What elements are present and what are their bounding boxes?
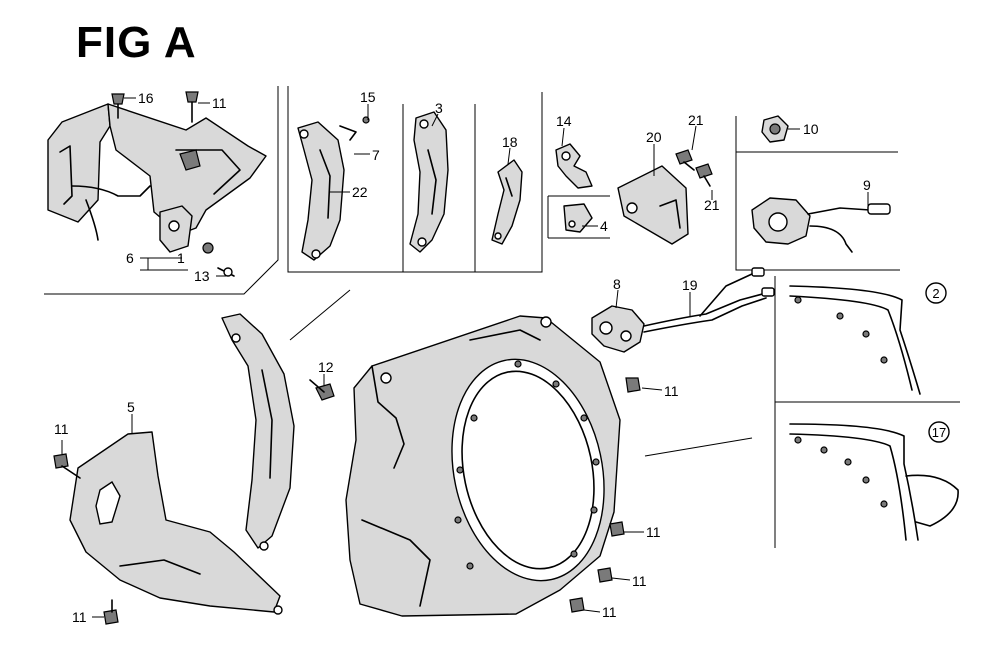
callout-3: 3 [435, 100, 443, 116]
guide-plate-3 [409, 111, 449, 253]
callout-1: 1 [177, 250, 185, 266]
clip-4 [563, 203, 593, 233]
detail-inset-17 [789, 421, 959, 541]
clip-14 [555, 143, 593, 189]
switch-8 [591, 267, 775, 353]
callout-numbers: 16 11 6 1 13 15 7 22 3 18 14 4 20 21 21 … [54, 89, 946, 625]
callout-20: 20 [646, 129, 662, 145]
callout-11-b2: 11 [632, 573, 647, 589]
callout-11-top: 11 [212, 95, 227, 111]
callout-19: 19 [682, 277, 698, 293]
callout-15: 15 [360, 89, 376, 105]
callout-11-shroud-top: 11 [664, 383, 679, 399]
callout-8: 8 [613, 276, 621, 292]
callout-4: 4 [600, 218, 608, 234]
callout-7: 7 [372, 147, 380, 163]
callout-10: 10 [803, 121, 819, 137]
callout-12: 12 [318, 359, 334, 375]
leader-lines [61, 97, 869, 618]
switch-9 [751, 197, 891, 253]
callout-13: 13 [194, 268, 210, 284]
callout-5: 5 [127, 399, 135, 415]
callout-14: 14 [556, 113, 572, 129]
callout-11-left-top: 11 [54, 421, 69, 437]
guide-plate-22 [297, 116, 370, 261]
callout-17: 17 [932, 425, 946, 440]
callout-6: 6 [126, 250, 134, 266]
cap-10 [761, 115, 789, 143]
callout-2: 2 [932, 286, 939, 301]
callout-11-b3: 11 [602, 604, 617, 620]
detail-inset-2 [789, 282, 947, 395]
lower-cover-5 [53, 431, 283, 625]
section-dividers [44, 86, 960, 548]
callout-21-a: 21 [688, 112, 704, 128]
bracket-20 [617, 149, 713, 245]
callout-21-b: 21 [704, 197, 720, 213]
figure-title: FIG A [76, 18, 197, 67]
callout-9: 9 [863, 177, 871, 193]
callout-11-b1: 11 [646, 524, 661, 540]
callout-11-left-bottom: 11 [72, 609, 87, 625]
fan-shroud [345, 315, 641, 617]
control-bracket-assembly [47, 91, 267, 277]
callout-16: 16 [138, 90, 154, 106]
side-cover-12 [221, 313, 335, 551]
guide-plate-18 [491, 159, 523, 245]
callout-18: 18 [502, 134, 518, 150]
callout-22: 22 [352, 184, 368, 200]
